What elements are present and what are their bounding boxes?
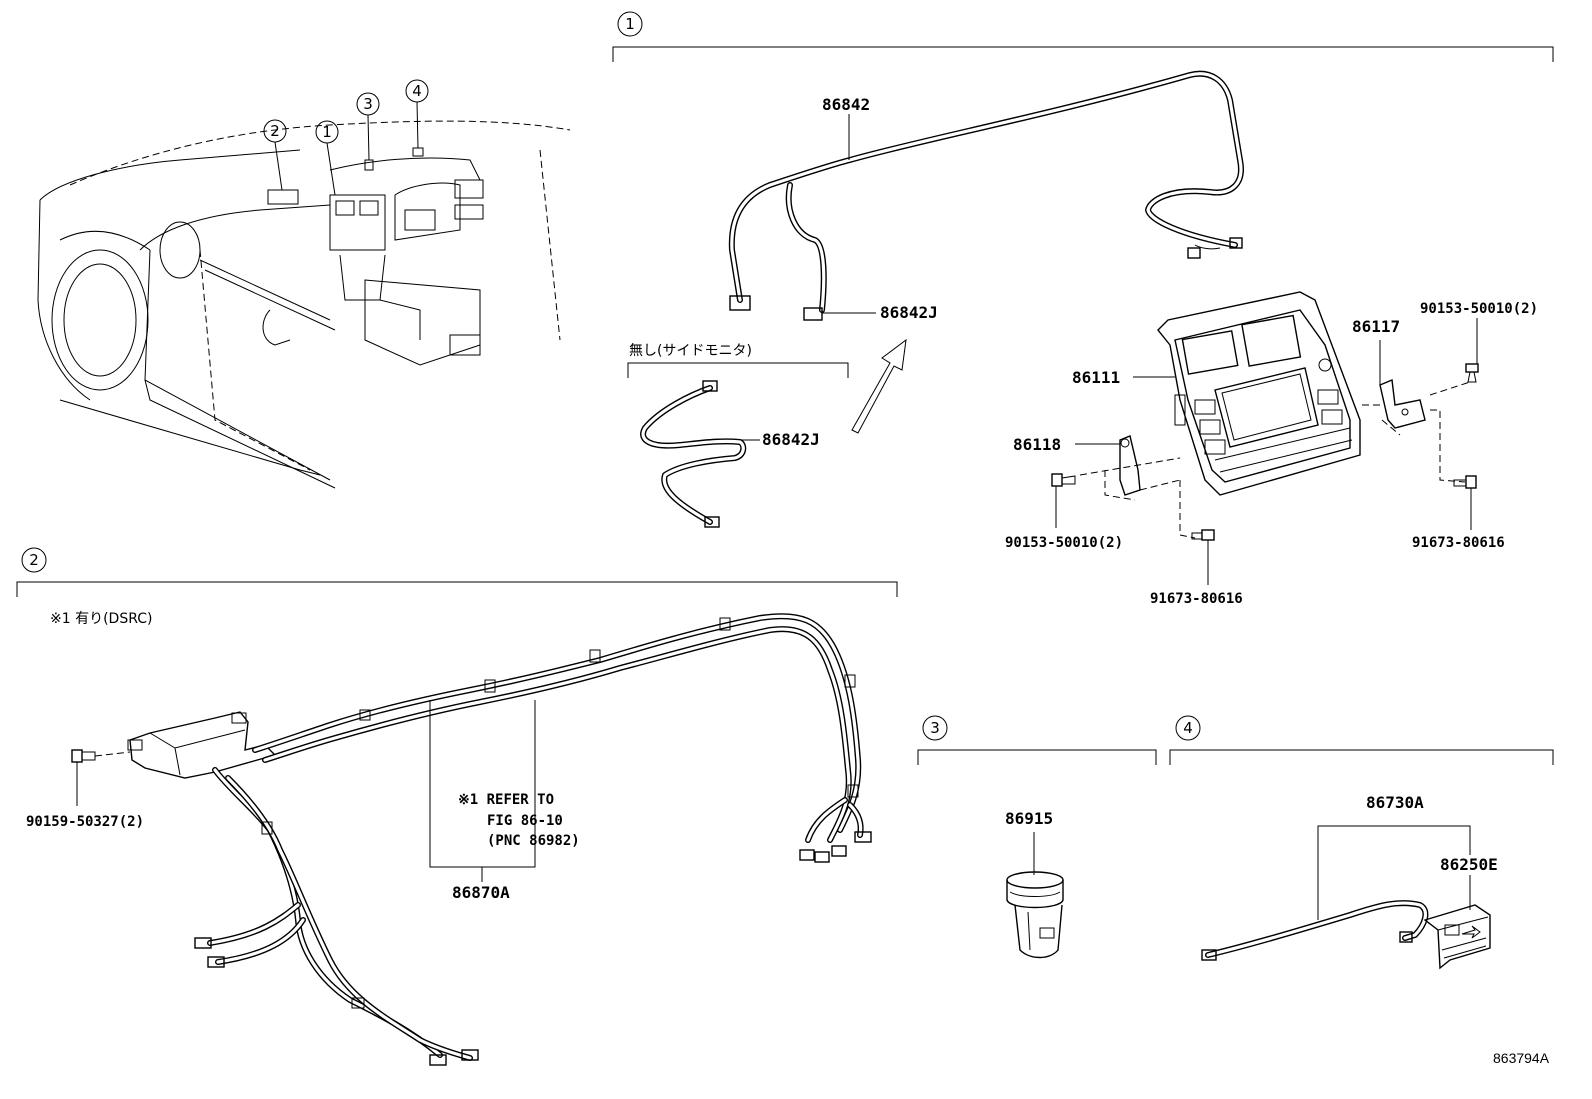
section-2-header: 2	[16, 547, 898, 597]
label-86111: 86111	[1072, 368, 1120, 387]
harness-86730A	[1201, 900, 1429, 961]
dsrc-unit	[127, 711, 277, 779]
label-90159: 90159-50327(2)	[26, 814, 144, 830]
overview-callout-2-text: 2	[270, 122, 280, 140]
section-2-number: 2	[29, 551, 39, 569]
section-3-header: 3	[917, 715, 1157, 765]
overview-callout-3-text: 3	[363, 95, 373, 113]
bracket-86118	[1075, 435, 1196, 539]
label-90153-right: 90153-50010(2)	[1420, 301, 1538, 317]
label-86117: 86117	[1352, 317, 1400, 336]
overview-callout-4-text: 4	[412, 82, 422, 100]
section-1-number: 1	[625, 15, 635, 33]
vehicle-overview	[37, 120, 571, 489]
harness-86842	[728, 70, 1244, 321]
screw-icon	[1191, 529, 1215, 585]
label-91673-bottom: 91673-80616	[1150, 591, 1243, 607]
note-refer-line2: FIG 86-10	[487, 813, 563, 829]
sensor-86915	[1006, 871, 1064, 959]
screw-icon	[1051, 473, 1076, 528]
harness-86870A	[194, 613, 872, 1066]
note-refer-line1: ※1 REFER TO	[458, 792, 554, 808]
arrow-icon	[851, 338, 907, 434]
overview-callout-1: 1	[315, 120, 339, 196]
section-4-header: 4	[1169, 715, 1554, 765]
screw-icon	[1465, 318, 1479, 383]
label-86118: 86118	[1013, 435, 1061, 454]
overview-callout-4: 4	[405, 79, 429, 149]
figure-id: 863794A	[1493, 1050, 1550, 1066]
label-86730A: 86730A	[1366, 793, 1424, 812]
note-side-monitor: 無し(サイドモニタ)	[629, 343, 752, 359]
note-refer-line3: (PNC 86982)	[487, 833, 580, 849]
label-86870A: 86870A	[452, 883, 510, 902]
overview-callout-3: 3	[356, 92, 380, 161]
section-4-number: 4	[1183, 719, 1193, 737]
module-86250E	[1423, 904, 1491, 970]
label-90153-left: 90153-50010(2)	[1005, 535, 1123, 551]
section-1-header: 1	[612, 11, 1554, 62]
display-unit-86111	[1157, 291, 1361, 496]
overview-callout-1-text: 1	[322, 123, 332, 141]
bolt-icon	[71, 749, 131, 806]
screw-icon	[1453, 475, 1477, 530]
label-91673-right: 91673-80616	[1412, 535, 1505, 551]
bracket-86117	[1362, 340, 1471, 483]
label-86250E: 86250E	[1440, 855, 1498, 874]
label-86842J-b: 86842J	[762, 430, 820, 449]
side-monitor-group: 無し(サイドモニタ) 86842J	[627, 343, 849, 528]
label-86842J-a: 86842J	[880, 303, 938, 322]
note-dsrc: ※1 有り(DSRC)	[50, 611, 152, 627]
overview-callout-2: 2	[263, 119, 287, 191]
section-3-number: 3	[930, 719, 940, 737]
label-86915: 86915	[1005, 809, 1053, 828]
label-86842: 86842	[822, 95, 870, 114]
